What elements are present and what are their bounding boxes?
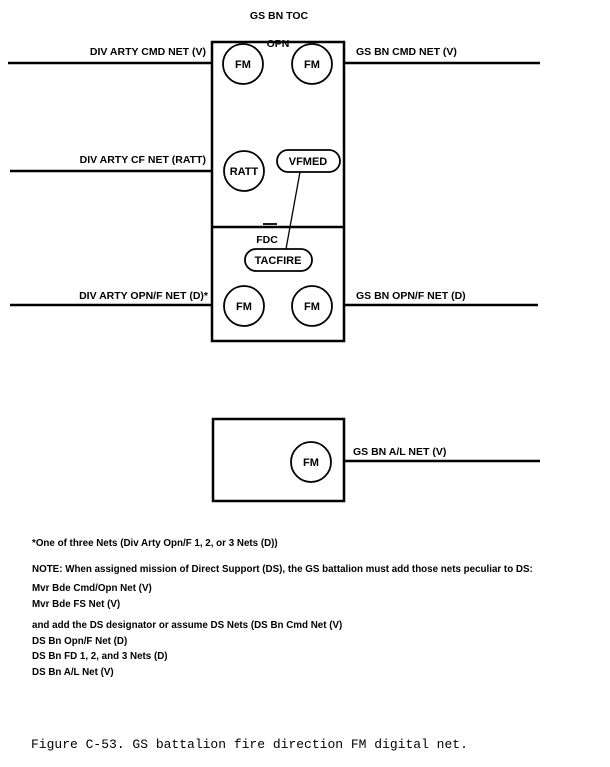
tacfire-label: TACFIRE — [255, 255, 302, 267]
add-net-2: Mvr Bde FS Net (V) — [32, 598, 121, 610]
ds-net-2: DS Bn FD 1, 2, and 3 Nets (D) — [32, 651, 168, 662]
fm-fdc-right-node — [291, 285, 333, 327]
footnote: *One of three Nets (Div Arty Opn/F 1, 2,… — [32, 538, 278, 549]
div-arty-cmd-net-label: DIV ARTY CMD NET (V) — [90, 46, 206, 58]
ds-net-3: DS Bn A/L Net (V) — [32, 666, 114, 678]
div-arty-cf-net-label: DIV ARTY CF NET (RATT) — [80, 154, 206, 166]
tacfire-node — [244, 248, 313, 272]
fm-opn-right-node — [291, 43, 333, 85]
ratt-node — [223, 150, 265, 192]
fdc-section-label: FDC — [256, 234, 278, 246]
ds-net-1: DS Bn Opn/F Net (D) — [32, 635, 128, 647]
opn-section-label: OPN — [267, 38, 290, 50]
toc-box — [210, 40, 346, 343]
add-net-1: Mvr Bde Cmd/Opn Net (V) — [32, 583, 152, 594]
gs-bn-al-net-label: GS BN A/L NET (V) — [353, 446, 446, 458]
fm-al-label: FM — [303, 457, 319, 469]
ratt-label: RATT — [230, 166, 259, 178]
fm-opn-right-label: FM — [304, 59, 320, 71]
fm-opn-left-label: FM — [235, 59, 251, 71]
note-text: NOTE: When assigned mission of Direct Su… — [32, 563, 533, 575]
gs-bn-cmd-net-label: GS BN CMD NET (V) — [356, 46, 457, 58]
vfmed-label: VFMED — [289, 156, 328, 168]
fm-opn-left-node — [222, 43, 264, 85]
fm-fdc-left-node — [223, 285, 265, 327]
vfmed-tacfire-link — [285, 171, 301, 250]
div-arty-opnf-net-label: DIV ARTY OPN/F NET (D)* — [79, 290, 209, 302]
toc-title: GS BN TOC — [250, 10, 309, 22]
ds-intro: and add the DS designator or assume DS N… — [32, 620, 343, 631]
fm-al-node — [290, 441, 332, 483]
figure-caption: Figure C-53. GS battalion fire direction… — [31, 737, 468, 752]
gs-bn-opnf-net-label: GS BN OPN/F NET (D) — [356, 290, 466, 302]
vfmed-node — [276, 149, 341, 173]
fm-fdc-left-label: FM — [236, 301, 252, 313]
fm-fdc-right-label: FM — [304, 301, 320, 313]
notes-block: *One of three Nets (Div Arty Opn/F 1, 2,… — [32, 536, 607, 680]
